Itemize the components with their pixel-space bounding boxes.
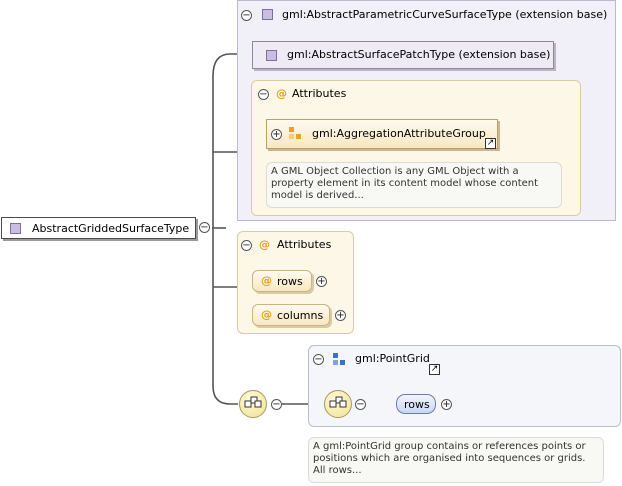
attributes-label: Attributes xyxy=(277,238,332,251)
extension-base-panel: − gml:AbstractParametricCurveSurfaceType… xyxy=(237,0,616,221)
link-arrow-icon[interactable]: ↗ xyxy=(485,138,496,149)
sequence-compositor[interactable] xyxy=(324,390,352,418)
attribute-columns-label: columns xyxy=(277,309,324,322)
expand-toggle[interactable]: + xyxy=(316,276,327,287)
extension-base-title: gml:AbstractParametricCurveSurfaceType (… xyxy=(282,8,608,21)
attribute-icon: @ xyxy=(259,238,270,251)
aggregation-attribute-group[interactable]: + gml:AggregationAttributeGroup ↗ xyxy=(266,119,498,149)
attribute-columns[interactable]: @ columns xyxy=(252,304,330,326)
collapse-toggle[interactable]: − xyxy=(313,354,324,365)
element-icon xyxy=(10,223,21,234)
collapse-toggle[interactable]: − xyxy=(258,89,269,100)
attribute-icon: @ xyxy=(276,87,287,100)
extension-attributes-panel: − @ Attributes + gml:AggregationAttribut… xyxy=(251,80,581,216)
sequence-icon xyxy=(244,396,262,408)
point-grid-label: gml:PointGrid xyxy=(355,352,430,365)
expand-toggle[interactable]: + xyxy=(335,310,346,321)
attributes-panel: − @ Attributes @ rows + @ columns + xyxy=(237,231,354,334)
attribute-group-icon xyxy=(289,127,301,139)
point-grid-panel: − gml:PointGrid ↗ xyxy=(308,345,621,427)
sequence-compositor[interactable] xyxy=(239,390,267,418)
point-grid-documentation: A gml:PointGrid group contains or refere… xyxy=(308,437,604,483)
sequence-collapse-toggle[interactable]: − xyxy=(355,399,366,410)
root-element[interactable]: AbstractGriddedSurfaceType xyxy=(1,217,196,239)
point-grid-rows[interactable]: rows xyxy=(396,394,436,414)
expand-toggle[interactable]: + xyxy=(441,399,452,410)
collapse-toggle[interactable]: − xyxy=(241,240,252,251)
sequence-collapse-toggle[interactable]: − xyxy=(271,399,282,410)
attribute-rows-label: rows xyxy=(277,275,303,288)
link-arrow-icon[interactable]: ↗ xyxy=(429,364,440,375)
aggregation-group-label: gml:AggregationAttributeGroup xyxy=(312,127,486,140)
point-grid-icon xyxy=(333,353,345,365)
collapse-toggle[interactable]: − xyxy=(241,10,252,21)
attributes-label: Attributes xyxy=(292,87,347,100)
element-icon xyxy=(262,9,273,20)
attribute-rows[interactable]: @ rows xyxy=(252,270,312,292)
element-icon xyxy=(266,50,277,61)
root-element-label: AbstractGriddedSurfaceType xyxy=(32,222,190,235)
sequence-icon xyxy=(329,396,347,408)
root-collapse-toggle[interactable]: − xyxy=(199,222,210,233)
point-grid-rows-label: rows xyxy=(404,398,430,411)
group-documentation: A GML Object Collection is any GML Objec… xyxy=(266,162,562,208)
surface-patch-base-label: gml:AbstractSurfacePatchType (extension … xyxy=(287,48,551,61)
attribute-icon: @ xyxy=(261,308,272,321)
surface-patch-base[interactable]: gml:AbstractSurfacePatchType (extension … xyxy=(252,41,554,69)
expand-toggle[interactable]: + xyxy=(271,129,282,140)
attribute-icon: @ xyxy=(261,274,272,287)
